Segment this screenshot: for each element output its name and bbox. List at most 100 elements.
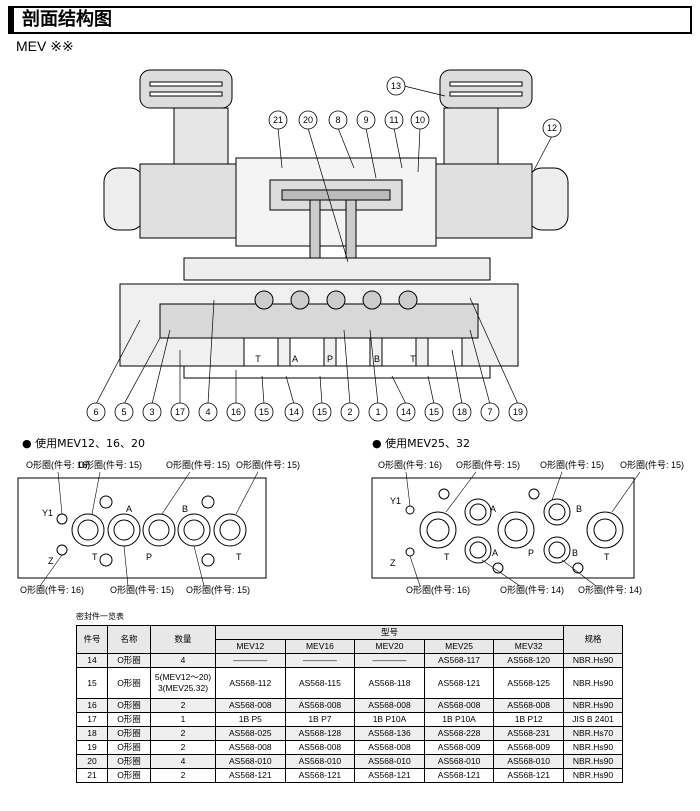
cell-name: O形圈: [107, 712, 151, 727]
cell-mev25: AS568-117: [423, 653, 495, 668]
cell-spec: NBR.Hs90: [563, 667, 623, 699]
right-port-a-bottom: A: [492, 548, 498, 558]
cell-spec: NBR.Hs70: [563, 726, 623, 741]
right-port-z: Z: [390, 558, 396, 568]
cell-mev25: AS568-008: [423, 698, 495, 713]
right-port-t2: T: [604, 552, 610, 562]
cell-mev16: AS568-008: [284, 740, 356, 755]
seal-list-table: 件号 名称 数量 型号 规格 MEV12 MEV16 MEV20 MEV25 M…: [76, 625, 623, 783]
callout-1: 1: [375, 407, 380, 417]
cell-qty: 5(MEV12～20) 3(MEV25.32): [150, 667, 216, 699]
left-solenoid-body: [139, 163, 237, 239]
right-port-b-bottom: B: [572, 548, 578, 558]
cell-qty: 1: [150, 712, 216, 727]
callout-15a: 15: [259, 407, 269, 417]
cell-name: O形圈: [107, 754, 151, 769]
left-port-t2: T: [236, 552, 242, 562]
section-port-p: P: [327, 354, 333, 364]
cell-name: O形圈: [107, 768, 151, 783]
right-label-top-3: O形圈(件号: 15): [540, 459, 604, 470]
th-mev20: MEV20: [354, 639, 425, 654]
th-model: 型号: [215, 625, 564, 640]
cell-mev16: AS568-128: [284, 726, 356, 741]
cell-part-no: 14: [76, 653, 108, 668]
callout-8: 8: [335, 115, 340, 125]
mounting-base: [183, 365, 491, 379]
main-spool: [159, 303, 479, 339]
cell-name: O形圈: [107, 667, 151, 699]
cell-part-no: 17: [76, 712, 108, 727]
cell-spec: NBR.Hs90: [563, 768, 623, 783]
left-port-b: B: [182, 504, 188, 514]
cell-mev32: AS568-121: [493, 768, 564, 783]
cell-mev32: AS568-120: [493, 653, 564, 668]
cell-mev32: AS568-125: [493, 667, 564, 699]
th-spec: 规格: [563, 625, 623, 654]
callout-6: 6: [93, 407, 98, 417]
left-view-heading: ● 使用MEV12、16、20: [22, 437, 146, 450]
cell-part-no: 20: [76, 754, 108, 769]
th-mev32: MEV32: [493, 639, 564, 654]
right-port-t1: T: [444, 552, 450, 562]
cell-qty: 2: [150, 726, 216, 741]
callout-3: 3: [149, 407, 154, 417]
cell-mev25: AS568-121: [423, 768, 495, 783]
right-view-heading: ● 使用MEV25、32: [372, 437, 471, 450]
left-label-top-2: O形圈(件号: 15): [78, 459, 142, 470]
cell-mev25: AS568-009: [423, 740, 495, 755]
left-port-y1: Y1: [42, 508, 53, 518]
left-label-bottom-3: O形圈(件号: 15): [186, 584, 250, 595]
cell-mev32: AS568-010: [493, 754, 564, 769]
callout-11: 11: [389, 115, 398, 125]
cell-mev20: AS568-010: [354, 754, 425, 769]
cell-qty: 2: [150, 768, 216, 783]
left-knob: [103, 167, 145, 231]
right-label-top-1: O形圈(件号: 16): [378, 459, 442, 470]
cell-mev12: ————: [215, 653, 286, 668]
callout-5: 5: [121, 407, 126, 417]
right-label-bottom-3: O形圈(件号: 14): [578, 584, 642, 595]
cell-mev20: AS568-136: [354, 726, 425, 741]
cell-mev20: AS568-008: [354, 698, 425, 713]
callout-15b: 15: [317, 407, 327, 417]
th-qty: 数量: [150, 625, 216, 654]
cell-mev12: AS568-010: [215, 754, 286, 769]
cell-mev16: AS568-010: [284, 754, 356, 769]
cell-mev12: AS568-112: [215, 667, 286, 699]
callout-9: 9: [363, 115, 368, 125]
section-port-b: B: [374, 354, 380, 364]
callout-17: 17: [175, 407, 185, 417]
left-label-bottom-2: O形圈(件号: 15): [110, 584, 174, 595]
right-face-outline: [371, 477, 635, 579]
cell-mev32: AS568-231: [493, 726, 564, 741]
cell-mev20: AS568-118: [354, 667, 425, 699]
cell-mev32: AS568-008: [493, 698, 564, 713]
cell-mev16: AS568-121: [284, 768, 356, 783]
cell-mev12: AS568-121: [215, 768, 286, 783]
th-part-no: 件号: [76, 625, 108, 654]
callout-19: 19: [513, 407, 523, 417]
cell-mev25: AS568-121: [423, 667, 495, 699]
cell-part-no: 19: [76, 740, 108, 755]
left-label-top-4: O形圈(件号: 15): [236, 459, 300, 470]
cell-part-no: 18: [76, 726, 108, 741]
cell-qty: 2: [150, 740, 216, 755]
cell-mev16: ————: [284, 653, 356, 668]
cell-mev20: AS568-121: [354, 768, 425, 783]
cell-spec: NBR.Hs90: [563, 698, 623, 713]
cell-qty: 2: [150, 698, 216, 713]
right-label-top-2: O形圈(件号: 15): [456, 459, 520, 470]
cell-name: O形圈: [107, 740, 151, 755]
right-knob: [527, 167, 569, 231]
left-port-p: P: [146, 552, 152, 562]
cell-mev25: 1B P10A: [423, 712, 495, 727]
table-caption: 密封件一览表: [76, 612, 124, 621]
cell-spec: JIS B 2401: [563, 712, 623, 727]
left-face-outline: [17, 477, 267, 579]
right-port-y1: Y1: [390, 496, 401, 506]
cell-mev12: 1B P5: [215, 712, 286, 727]
cell-mev25: AS568-228: [423, 726, 495, 741]
section-port-t1: T: [255, 354, 261, 364]
